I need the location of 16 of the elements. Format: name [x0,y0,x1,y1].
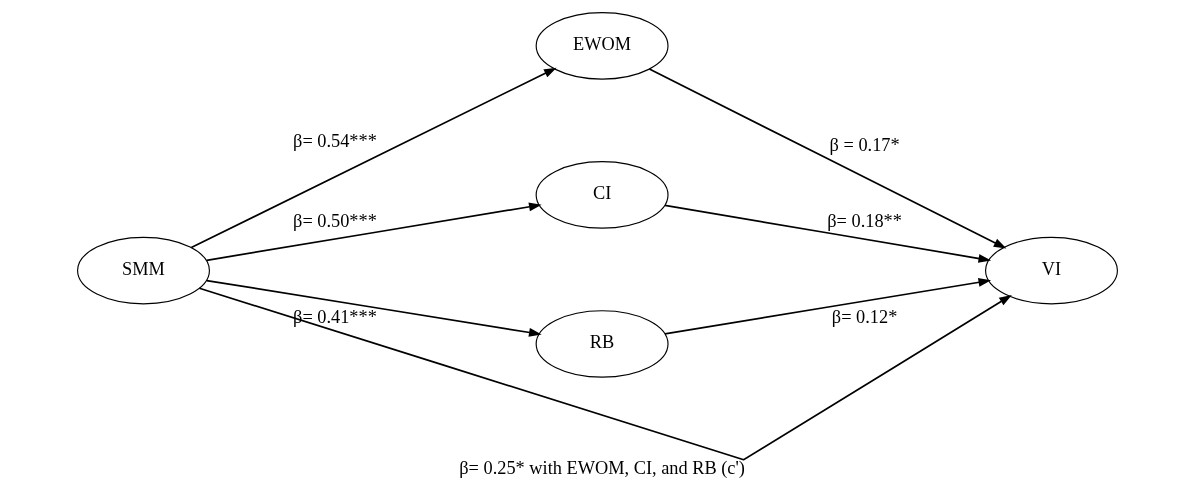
arrow [205,202,542,262]
arrow [198,287,1012,461]
arrow [664,278,992,335]
edge-label: β= 0.54*** [293,130,377,151]
arrow [648,68,1007,249]
edge-label: β= 0.50*** [293,210,377,231]
arrow [190,67,557,249]
node-ellipse: CI [535,161,669,229]
node-ellipse: SMM [77,236,210,305]
edge-label: β= 0.25* with EWOM, CI, and RB (c') [459,458,745,479]
edge-label: β = 0.17* [829,135,900,156]
node-ellipse: RB [535,310,669,378]
edge-label: β= 0.18** [827,210,902,231]
arrow [205,279,542,337]
arrow [664,204,992,263]
edge-label: β= 0.12* [831,307,898,328]
